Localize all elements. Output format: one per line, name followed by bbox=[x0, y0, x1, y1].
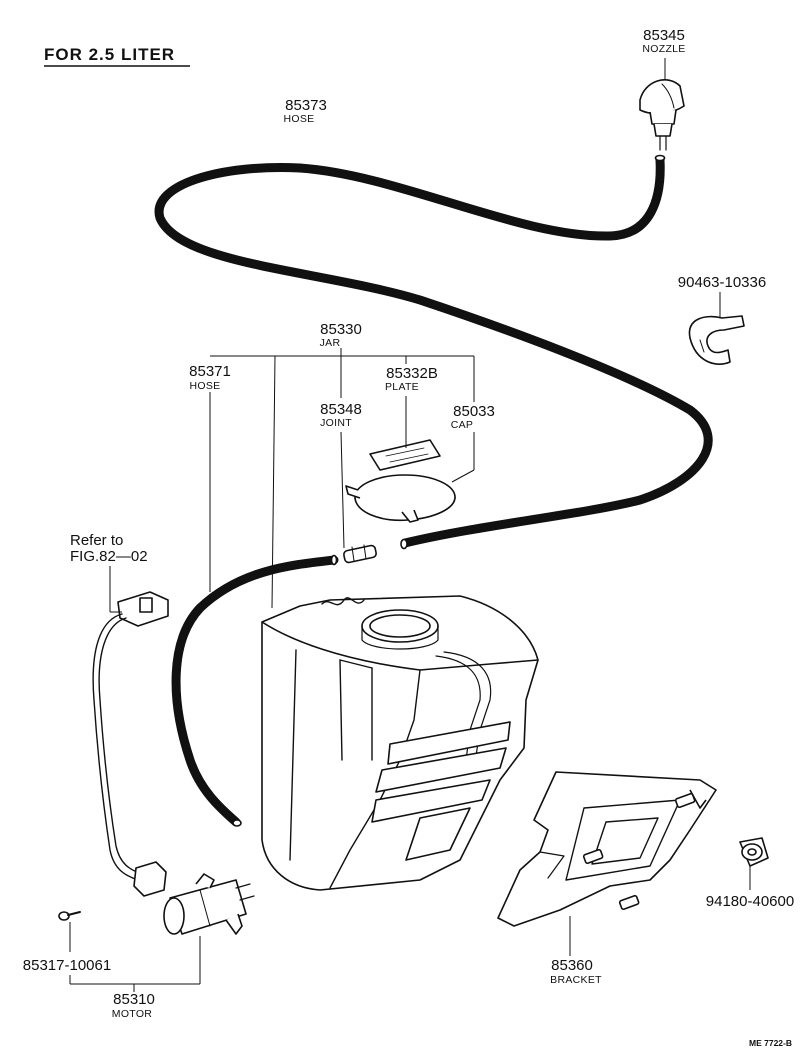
cap-drawing bbox=[345, 474, 456, 523]
joint-drawing bbox=[343, 544, 377, 564]
part-name: HOSE bbox=[190, 380, 221, 392]
part-number: 85310 bbox=[113, 991, 155, 1008]
reference-line-2: FIG.82—02 bbox=[70, 548, 148, 565]
label-grommet: 94180-40600 bbox=[706, 893, 794, 910]
jar-drawing bbox=[261, 595, 539, 891]
part-name: JOINT bbox=[320, 417, 352, 429]
motor-drawing bbox=[163, 873, 255, 935]
part-name: CAP bbox=[451, 419, 474, 431]
clip-drawing bbox=[688, 315, 745, 365]
label-hose-85371: 85371 HOSE bbox=[189, 363, 231, 392]
label-hose-85373: 85373 HOSE bbox=[284, 97, 327, 125]
part-name: MOTOR bbox=[112, 1008, 153, 1020]
screw-drawing bbox=[58, 911, 81, 921]
label-plate: 85332B PLATE bbox=[385, 365, 438, 393]
part-name: BRACKET bbox=[550, 974, 602, 986]
label-cap: 85033 CAP bbox=[451, 403, 495, 431]
bracket-drawing bbox=[497, 771, 717, 927]
part-number: 85360 bbox=[551, 957, 593, 974]
label-jar: 85330 JAR bbox=[320, 321, 362, 349]
grommet-drawing bbox=[739, 837, 769, 867]
diagram-title: FOR 2.5 LITER bbox=[44, 45, 175, 64]
part-number: 85371 bbox=[189, 363, 231, 380]
part-number: 85330 bbox=[320, 321, 362, 338]
label-motor: 85310 MOTOR bbox=[112, 991, 155, 1020]
label-bracket: 85360 BRACKET bbox=[550, 957, 602, 986]
nozzle-drawing bbox=[639, 79, 685, 151]
hose-85373-drawing bbox=[154, 154, 713, 550]
label-joint: 85348 JOINT bbox=[320, 401, 362, 429]
figure-code: ME 7722-B bbox=[749, 1038, 792, 1048]
part-number: 85033 bbox=[453, 403, 495, 420]
part-name: PLATE bbox=[385, 381, 419, 393]
part-name: NOZZLE bbox=[642, 43, 685, 55]
part-name: JAR bbox=[320, 337, 341, 349]
part-name: HOSE bbox=[284, 113, 315, 125]
part-number: 94180-40600 bbox=[706, 893, 794, 910]
part-number: 85317-10061 bbox=[23, 957, 111, 974]
part-number: 85348 bbox=[320, 401, 362, 418]
part-number: 90463-10336 bbox=[678, 274, 766, 291]
reference-line-1: Refer to bbox=[70, 532, 123, 549]
label-screw: 85317-10061 bbox=[23, 957, 111, 974]
leader-lines bbox=[69, 58, 751, 992]
part-number: 85345 bbox=[643, 27, 685, 44]
label-reference: Refer to FIG.82—02 bbox=[70, 532, 148, 565]
label-nozzle: 85345 NOZZLE bbox=[642, 27, 685, 55]
part-number: 85332B bbox=[386, 365, 438, 382]
plate-drawing bbox=[369, 439, 441, 471]
wire-harness-drawing bbox=[92, 591, 169, 897]
label-clip: 90463-10336 bbox=[678, 274, 766, 291]
part-number: 85373 bbox=[285, 97, 327, 114]
